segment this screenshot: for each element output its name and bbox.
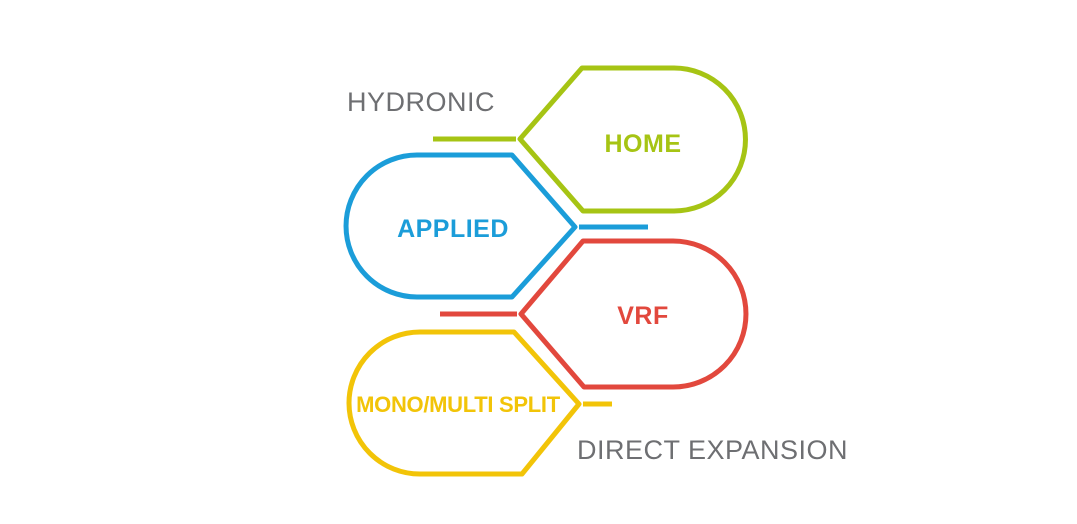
direct-expansion-group-label: DIRECT EXPANSION: [577, 435, 848, 465]
applied-label: APPLIED: [397, 215, 509, 243]
mono-multi-split-bubble-outline[interactable]: [346, 329, 582, 477]
home-label: HOME: [605, 130, 682, 158]
hydronic-group-label: HYDRONIC: [347, 87, 495, 117]
category-node-vrf[interactable]: VRF: [440, 238, 749, 390]
vrf-label: VRF: [617, 302, 669, 330]
vrf-bubble-outline[interactable]: [518, 238, 749, 390]
category-node-applied[interactable]: APPLIED: [343, 152, 648, 300]
applied-bubble-outline[interactable]: [343, 152, 578, 300]
category-node-home[interactable]: HOME: [433, 65, 748, 214]
home-bubble-outline[interactable]: [517, 65, 748, 214]
category-node-mono-multi-split[interactable]: MONO/MULTI SPLIT: [346, 329, 612, 477]
mono-multi-split-label: MONO/MULTI SPLIT: [356, 392, 561, 417]
